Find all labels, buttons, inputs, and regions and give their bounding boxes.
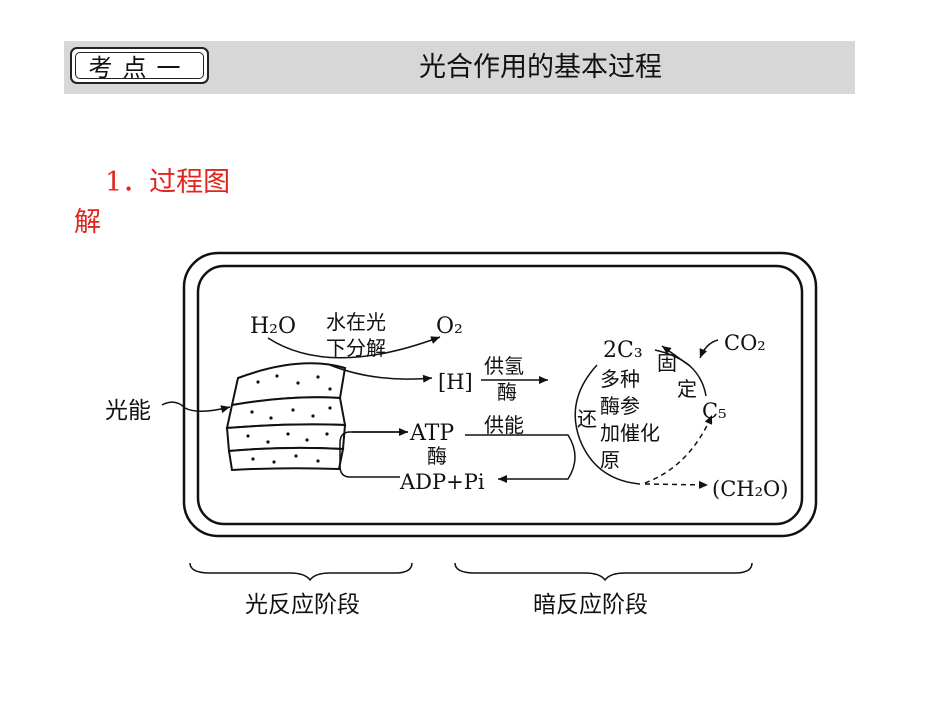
step-heading-line2: 解 (74, 207, 101, 238)
carbohydrate-label: (CH₂O) (712, 477, 788, 501)
atp-adp-loop-left (339, 431, 408, 478)
c5-label: C₅ (702, 399, 727, 423)
multi-enzyme-label-3: 加催化 (600, 421, 660, 445)
reduction-label-2: 原 (600, 448, 620, 472)
hydrogen-arrow (329, 364, 433, 383)
water-label: H₂O (250, 314, 296, 339)
chloroplast-outer-membrane (182, 251, 818, 538)
photolysis-label-2: 下分解 (326, 336, 386, 360)
atp-label: ATP (409, 421, 454, 446)
photolysis-label-1: 水在光 (326, 310, 386, 334)
calvin-cycle-left-arc (574, 364, 641, 485)
hydrogen-label: [H] (438, 370, 473, 394)
atp-energy-supply-arrow (465, 434, 576, 483)
page-title: 光合作用的基本过程 (419, 52, 662, 83)
grana-dots (246, 374, 332, 464)
co2-label: CO₂ (724, 331, 766, 355)
enzyme-label-2: 酶 (427, 444, 447, 468)
light-stage-brace (189, 562, 413, 582)
section-header: 考点一 光合作用的基本过程 (64, 41, 855, 94)
c3-label: 2C₃ (603, 338, 643, 363)
grana-stack (225, 362, 347, 472)
multi-enzyme-label-2: 酶参 (600, 394, 640, 418)
adp-pi-label: ADP+Pi (399, 470, 485, 494)
co2-arrow (699, 339, 719, 359)
dark-stage-brace (454, 562, 753, 582)
reduction-label: 还 (577, 407, 597, 431)
enzyme-label-1: 酶 (497, 380, 517, 404)
light-stage-label: 光反应阶段 (245, 592, 360, 618)
light-energy-arrow (161, 401, 231, 414)
fixation-label-1: 固 (657, 351, 677, 375)
chloroplast-inner-membrane (196, 264, 804, 526)
step-heading-line1: 1．过程图 (105, 167, 231, 198)
supply-hydrogen-label: 供氢 (484, 354, 524, 378)
regeneration-arrow (644, 414, 713, 484)
oxygen-label: O₂ (436, 314, 463, 339)
fixation-label-2: 定 (677, 377, 697, 401)
topic-tag: 考点一 (70, 47, 209, 84)
multi-enzyme-label-1: 多种 (600, 367, 640, 391)
light-energy-label: 光能 (105, 398, 151, 424)
fixation-arrow (661, 345, 691, 367)
oxygen-arrow (267, 336, 441, 359)
carbohydrate-arrow (644, 480, 709, 489)
topic-tag-label: 考点一 (75, 52, 204, 82)
dark-stage-label: 暗反应阶段 (533, 592, 648, 618)
supply-energy-label: 供能 (484, 413, 524, 437)
